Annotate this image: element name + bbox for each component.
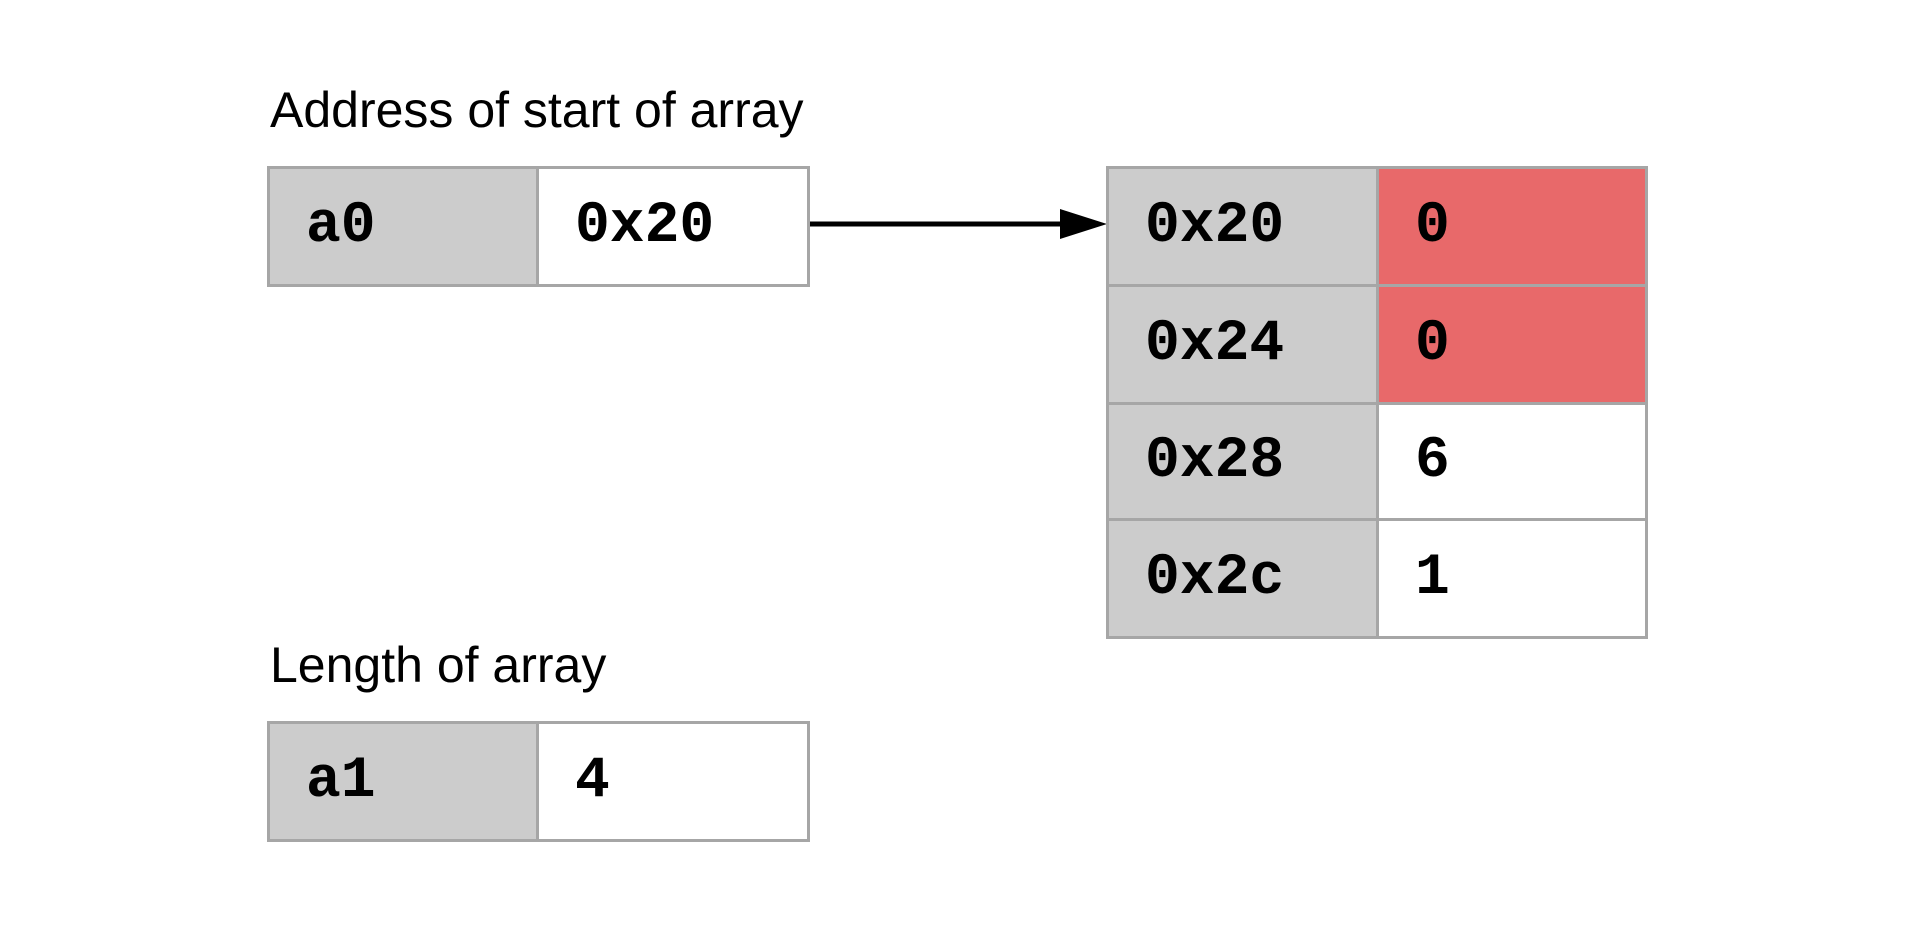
- register-a1-name: a1: [267, 721, 539, 842]
- memory-address: 0x28: [1106, 402, 1379, 521]
- register-a0-name: a0: [267, 166, 539, 287]
- memory-value: 1: [1376, 518, 1648, 639]
- memory-address: 0x24: [1106, 284, 1379, 405]
- memory-address: 0x2c: [1106, 518, 1379, 639]
- memory-value: 0: [1376, 284, 1648, 405]
- register-a0-value: 0x20: [536, 166, 810, 287]
- memory-value: 6: [1376, 402, 1648, 521]
- start-address-caption: Address of start of array: [270, 82, 804, 138]
- memory-value: 0: [1376, 166, 1648, 287]
- memory-address: 0x20: [1106, 166, 1379, 287]
- register-a1-value: 4: [536, 721, 810, 842]
- pointer-arrowhead: [1060, 209, 1107, 239]
- array-length-caption: Length of array: [270, 637, 607, 693]
